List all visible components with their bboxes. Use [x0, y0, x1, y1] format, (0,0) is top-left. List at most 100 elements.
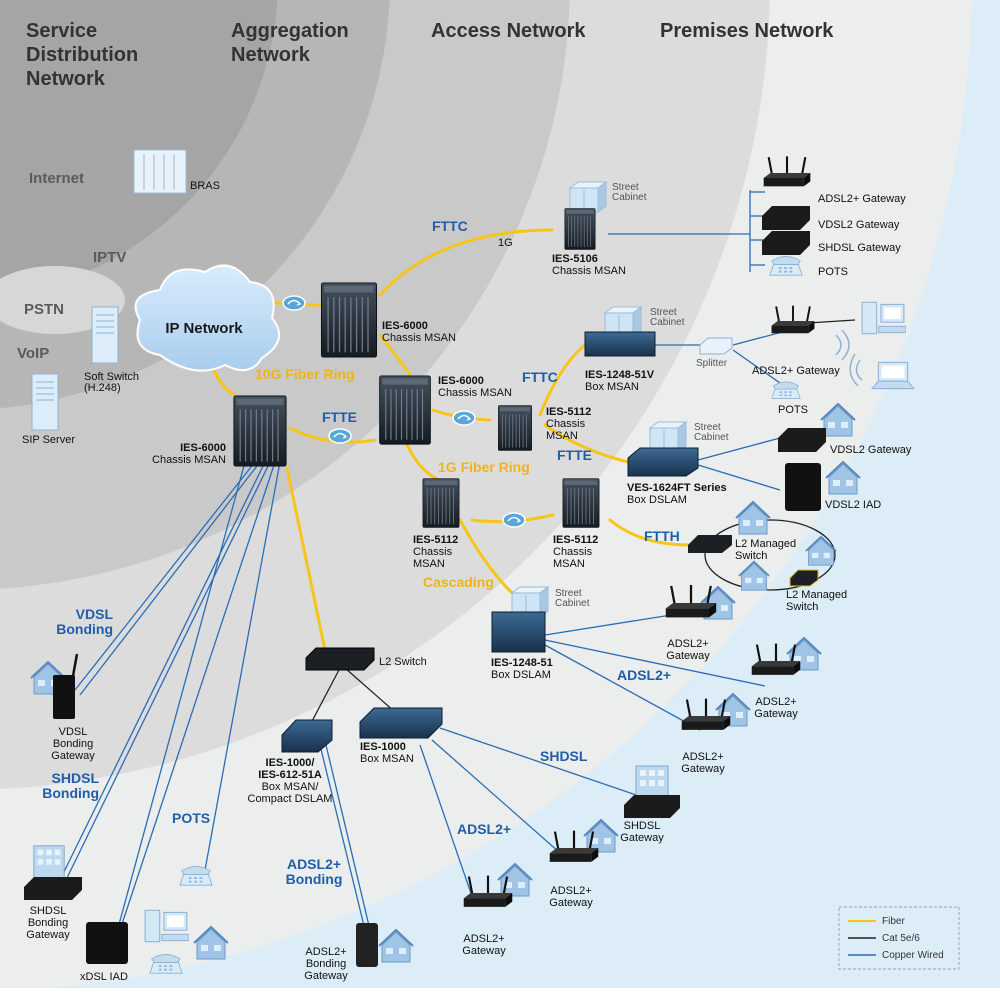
ies1248-51-type: Box DSLAM [491, 669, 551, 681]
adsl2-gateway-mid-label: ADSL2+ Gateway [752, 365, 840, 377]
box-msan-icon [359, 707, 443, 739]
link-pots: POTS [172, 810, 210, 826]
iad-icon [785, 463, 821, 511]
ies6000-middle-model: IES-6000 [438, 375, 484, 387]
vdsl-bonding-gateway-line1: VDSL [59, 726, 88, 738]
adsl2-gateway-top: ADSL2+ Gateway [762, 154, 906, 205]
service-inner-zone [0, 0, 278, 296]
l2-switch-icon [305, 647, 375, 671]
zone-premises-title: Premises Network [660, 20, 834, 42]
link-shdsl-bonding-line2: Bonding [42, 785, 99, 801]
l2-managed-bottom-line2: Switch [786, 601, 818, 613]
link-adsl2-bottom: ADSL2+ [457, 821, 511, 837]
soft-switch-device: Soft Switch(H.248) [84, 306, 139, 394]
ies5106-model: IES-5106 [552, 253, 598, 265]
gateway-icon [53, 675, 75, 719]
zone-aggregation-line1: Aggregation [231, 20, 349, 42]
wifi-signal-icon [835, 329, 863, 387]
ies1000-type: Box MSAN [360, 753, 414, 765]
cat-cables [309, 319, 856, 726]
ies5112-top-type: Chassis [546, 418, 586, 430]
soft-switch-icon [91, 306, 119, 364]
adsl2-gateway-4-line1: ADSL2+ [550, 885, 591, 897]
ies5112-right-type: Chassis [553, 546, 593, 558]
ip-network-cloud: IP Network [134, 264, 281, 372]
link-ftte-left: FTTE [322, 409, 357, 425]
adsl2-gateway-2-line1: ADSL2+ [755, 696, 796, 708]
splitter-label: Splitter [696, 358, 728, 369]
bras-label: BRAS [190, 180, 220, 192]
adsl2-gateway-1-line1: ADSL2+ [667, 638, 708, 650]
gateway-icon [778, 428, 826, 452]
link-shdsl-bonding-line1: SHDSL [52, 770, 100, 786]
ies1000-612-line3: Box MSAN/ [262, 781, 320, 793]
vdsl2-gateway-top-label: VDSL2 Gateway [818, 219, 900, 231]
soft-switch-label: Soft Switch(H.248) [84, 371, 139, 394]
ies1000-612-line1: IES-1000/ [266, 757, 315, 769]
ies5106-type: Chassis MSAN [552, 265, 626, 277]
ring-icon [328, 428, 352, 444]
ies1248-51v-model: IES-1248-51V [585, 369, 655, 381]
splitter-device: Splitter [696, 337, 733, 369]
box-dslam-icon [491, 611, 546, 653]
adsl2-gateway-top-label: ADSL2+ Gateway [818, 193, 906, 205]
ies6000-left-type: Chassis MSAN [152, 454, 226, 466]
adsl2-gateway-3: ADSL2+Gateway [680, 693, 751, 775]
zone-service-line1: Service [26, 20, 97, 42]
legend: Fiber Cat 5e/6 Copper Wired [838, 906, 960, 970]
chassis-icon [562, 478, 600, 528]
ves1624-model: VES-1624FT Series [627, 482, 727, 494]
box-msan-icon [281, 719, 333, 753]
adsl2-gateway-3-line1: ADSL2+ [682, 751, 723, 763]
adsl2-bonding-gateway-line2: Bonding [306, 958, 346, 970]
ies6000-middle-type: Chassis MSAN [438, 387, 512, 399]
street-cabinet-line1: Street [650, 307, 677, 318]
gateway-icon [356, 923, 378, 967]
pc-icon [861, 301, 906, 335]
shdsl-bonding-gateway-line2: Bonding [28, 917, 68, 929]
ies6000-top-type: Chassis MSAN [382, 332, 456, 344]
zone-aggregation-line2: Network [231, 44, 311, 66]
adsl2-gateway-3-label: ADSL2+Gateway [681, 751, 725, 775]
l2-switch-label: L2 Switch [379, 656, 427, 668]
street-cabinet-line2: Cabinet [555, 598, 590, 609]
street-cabinet-line2: Cabinet [694, 432, 729, 443]
ies6000-top-model: IES-6000 [382, 320, 428, 332]
switch-icon [688, 535, 732, 553]
chassis-icon [422, 478, 460, 528]
box-dslam-icon [627, 447, 699, 477]
adsl2-gateway-1: ADSL2+Gateway [666, 585, 736, 662]
legend-fiber: Fiber [882, 916, 905, 927]
street-cabinet-line1: Street [555, 588, 582, 599]
ies1000-612-line4: Compact DSLAM [248, 793, 333, 805]
adsl2-gateway-5-label: ADSL2+Gateway [462, 933, 506, 957]
adsl2-gateway-mid: ADSL2+ Gateway [752, 304, 840, 377]
link-adsl2-right: ADSL2+ [617, 667, 671, 683]
building-icon [635, 765, 669, 801]
link-shdsl: SHDSL [540, 748, 588, 764]
service-iptv: IPTV [93, 249, 126, 266]
vdsl2-gateway-top: VDSL2 Gateway [762, 206, 900, 231]
vdsl-bonding-gateway-line3: Gateway [51, 750, 95, 762]
vdsl2-iad: VDSL2 IAD [785, 463, 881, 511]
adsl2-bonding-gateway-line3: Gateway [304, 970, 348, 982]
